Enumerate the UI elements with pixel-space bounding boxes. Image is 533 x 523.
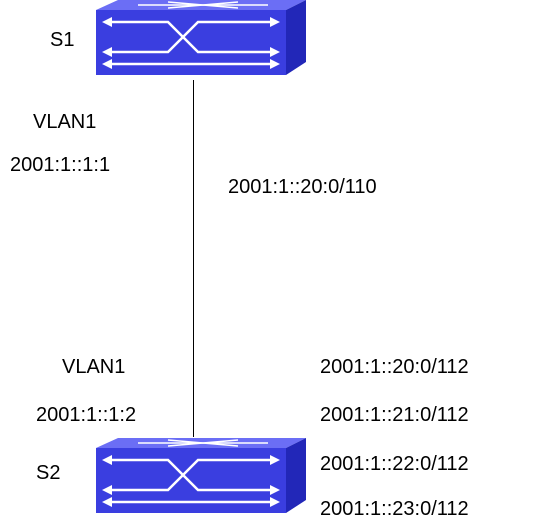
route-prefix-4: 2001:1::23:0/112 bbox=[320, 498, 469, 520]
switch-s2-ip: 2001:1::1:2 bbox=[36, 404, 137, 426]
route-prefix-3: 2001:1::22:0/112 bbox=[320, 453, 469, 475]
switch-s2-vlan: VLAN1 bbox=[62, 356, 126, 378]
route-prefix-1: 2001:1::20:0/112 bbox=[320, 356, 469, 378]
switch-s2-name: S2 bbox=[36, 462, 61, 484]
route-prefix-2: 2001:1::21:0/112 bbox=[320, 404, 469, 426]
switch-s1-vlan: VLAN1 bbox=[33, 111, 97, 133]
switch-s1-icon bbox=[96, 0, 306, 75]
switch-s1-ip: 2001:1::1:1 bbox=[10, 154, 111, 176]
switch-s1-name: S1 bbox=[50, 29, 75, 51]
link-s1-s2 bbox=[193, 80, 194, 437]
link-summary-prefix: 2001:1::20:0/110 bbox=[228, 176, 377, 198]
switch-s2-icon bbox=[96, 438, 306, 513]
